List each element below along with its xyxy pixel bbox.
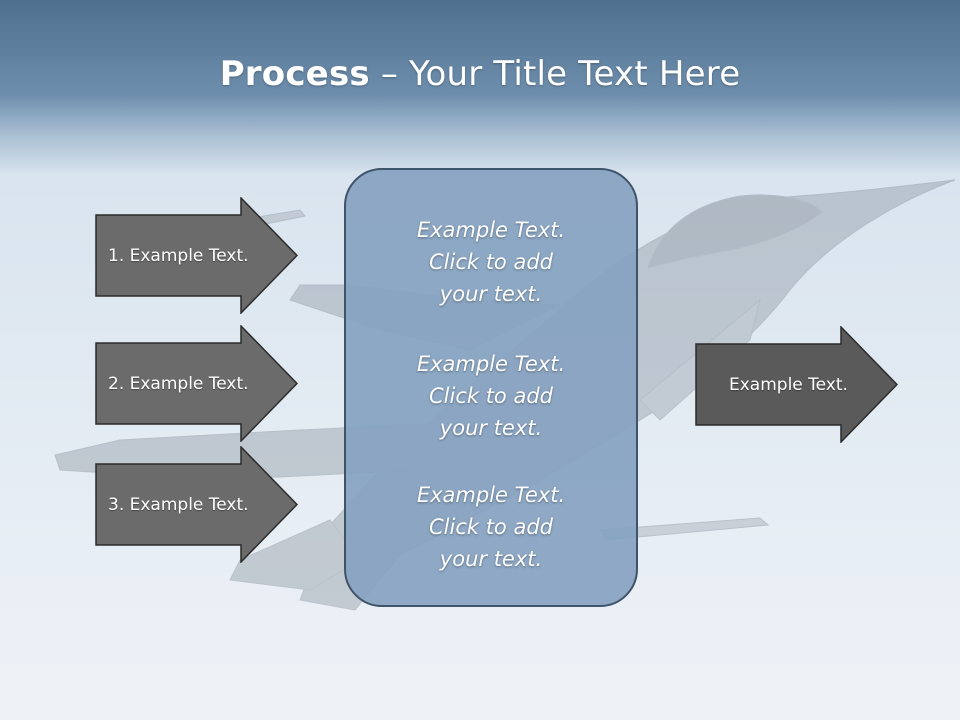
center-text-box[interactable]: Example Text. Click to add your text. Ex… [344, 168, 638, 607]
title-bold-text: Process [219, 54, 370, 94]
paragraph-1-line-3: your text. [439, 282, 543, 306]
center-paragraph-2: Example Text. Click to add your text. [346, 348, 636, 444]
input-arrow-2-label: 2. Example Text. [108, 373, 249, 394]
paragraph-3-line-2: Click to add [428, 515, 553, 539]
paragraph-1-line-2: Click to add [428, 250, 553, 274]
paragraph-2-line-2: Click to add [428, 384, 553, 408]
paragraph-2-line-1: Example Text. [416, 352, 566, 376]
input-arrow-1: 1. Example Text. [95, 197, 298, 314]
paragraph-2-line-3: your text. [439, 416, 543, 440]
center-paragraph-1: Example Text. Click to add your text. [346, 214, 636, 310]
paragraph-3-line-3: your text. [439, 547, 543, 571]
output-arrow: Example Text. [695, 326, 898, 443]
input-arrow-3: 3. Example Text. [95, 446, 298, 563]
input-arrow-3-label: 3. Example Text. [108, 494, 249, 515]
output-arrow-label: Example Text. [729, 374, 848, 395]
input-arrow-2: 2. Example Text. [95, 325, 298, 442]
center-paragraph-3: Example Text. Click to add your text. [346, 479, 636, 575]
paragraph-3-line-1: Example Text. [416, 483, 566, 507]
slide-title: Process – Your Title Text Here [0, 52, 960, 96]
title-rest-text: – Your Title Text Here [369, 54, 741, 94]
input-arrow-1-label: 1. Example Text. [108, 245, 249, 266]
paragraph-1-line-1: Example Text. [416, 218, 566, 242]
